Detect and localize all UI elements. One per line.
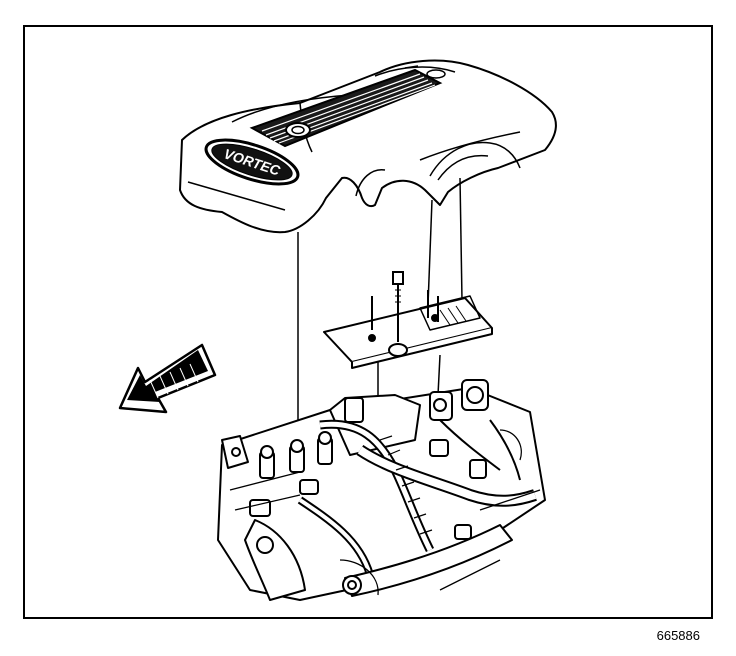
figure-number: 665886 bbox=[657, 628, 700, 643]
engine-assembly bbox=[217, 379, 546, 601]
mounting-bolt bbox=[388, 271, 408, 357]
vortec-logo-emblem: VORTEC bbox=[204, 138, 300, 186]
front-direction-arrow bbox=[118, 343, 217, 414]
cover-ribbed-panel bbox=[249, 68, 443, 148]
bracket-studs bbox=[371, 290, 439, 330]
cover-mounting-bracket bbox=[323, 295, 493, 369]
figure-border bbox=[23, 25, 713, 619]
engine-cover bbox=[179, 59, 557, 234]
oil-filler-cap bbox=[285, 122, 311, 138]
